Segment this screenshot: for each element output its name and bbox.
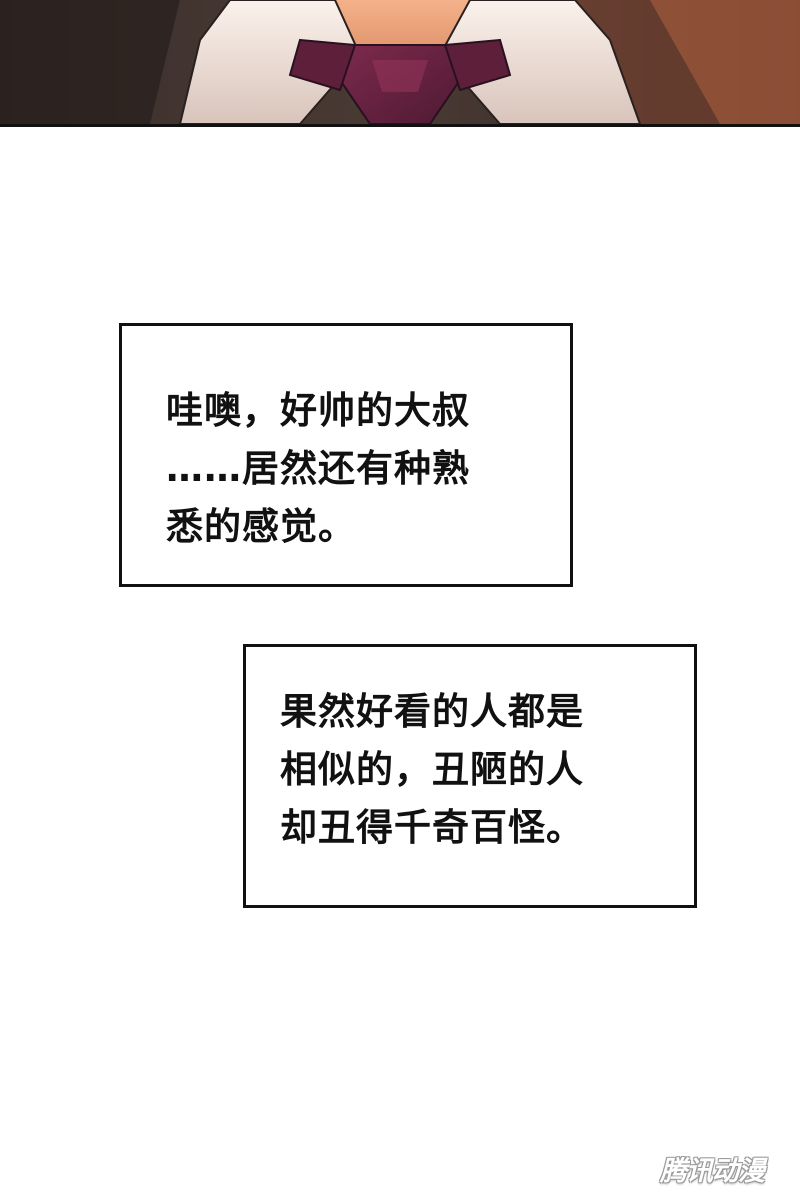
caption-line: 哇噢，好帅的大叔 xyxy=(166,389,470,432)
caption-line: ……居然还有种熟 xyxy=(166,447,470,490)
caption-line: 悉的感觉。 xyxy=(166,505,356,548)
top-illustration-panel xyxy=(0,0,800,127)
publisher-watermark: 腾讯动漫 xyxy=(652,1148,772,1188)
caption-line: 却丑得千奇百怪。 xyxy=(280,806,584,849)
caption-line: 相似的，丑陋的人 xyxy=(280,748,584,791)
caption-line: 果然好看的人都是 xyxy=(280,690,584,733)
watermark-text: 腾讯动漫 xyxy=(660,1155,765,1187)
narration-box-2: 果然好看的人都是 相似的，丑陋的人 却丑得千奇百怪。 xyxy=(243,644,697,908)
narration-box-1: 哇噢，好帅的大叔 ……居然还有种熟 悉的感觉。 xyxy=(119,323,573,587)
collar-tie-illustration xyxy=(0,0,800,124)
